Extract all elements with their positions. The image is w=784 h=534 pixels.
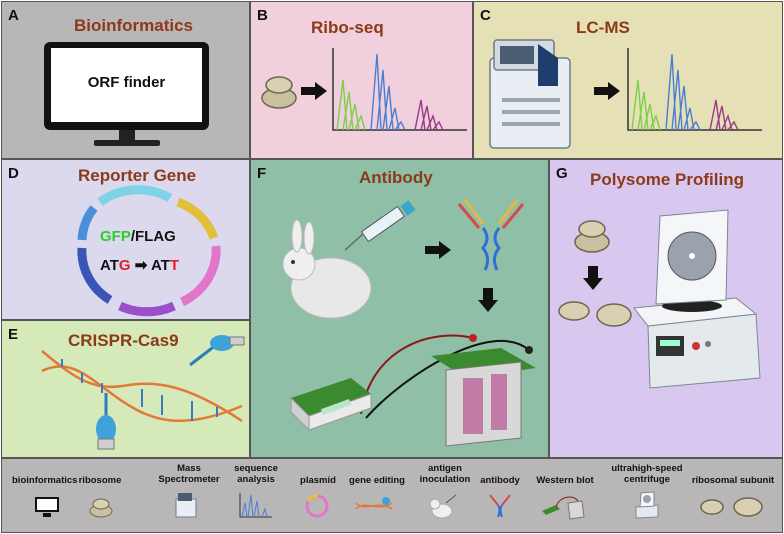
legend-plasmid-icon: [305, 494, 329, 518]
panel-title: Antibody: [359, 168, 433, 187]
atg-suffix: G: [118, 257, 131, 274]
panel-f-antibody: F Antibody: [250, 159, 549, 458]
panel-b-ribo-seq: B Ribo-seq: [250, 1, 473, 159]
legend-panel: bioinformatics ribosome Mass Spectromete…: [1, 458, 783, 533]
mutation-label: ATG ➡ ATT: [100, 256, 179, 274]
legend-label-western-blot: Western blot: [536, 475, 594, 486]
mass-spectrometer-icon: [489, 39, 571, 149]
legend-label-mass-spectrometer: Mass Spectrometer: [158, 463, 220, 485]
ribosomal-subunit-large-icon: [596, 303, 632, 327]
gfp-flag-label: GFP/FLAG: [100, 228, 176, 245]
panel-title: Polysome Profiling: [590, 170, 744, 189]
legend-ribosome-icon: [89, 498, 113, 518]
panel-title: LC-MS: [576, 18, 630, 37]
syringe-icon: [344, 200, 416, 251]
arrow-right-icon: [425, 241, 451, 259]
western-blot-apparatus-icon: [290, 334, 536, 447]
legend-centrifuge-icon: [635, 491, 659, 519]
panel-letter: B: [257, 7, 268, 24]
legend-label-ultrahigh-speed-centrifuge: ultrahigh-speed centrifuge: [611, 463, 683, 485]
legend-gene-editing-icon: [355, 497, 393, 510]
att-suffix: T: [169, 257, 179, 274]
panel-title: CRISPR-Cas9: [68, 331, 179, 350]
legend-sequence-analysis-icon: [239, 493, 272, 518]
panel-letter: D: [8, 165, 19, 182]
panel-a-bioinformatics: A Bioinformatics ORF finder: [1, 1, 250, 159]
panel-title: Ribo-seq: [311, 18, 384, 37]
antibody-icon: [457, 199, 525, 271]
panel-title: Reporter Gene: [78, 166, 197, 185]
scissors-tool-icon: [189, 335, 245, 367]
legend-label-antigen-inoculation: antigen inoculation: [419, 463, 471, 485]
atg-prefix: AT: [100, 257, 119, 274]
panel-letter: C: [480, 7, 491, 24]
legend-label-antibody: antibody: [480, 475, 520, 486]
arrow-right-icon: [301, 82, 327, 100]
legend-label-sequence-analysis: sequence analysis: [234, 463, 278, 485]
legend-bioinformatics-icon: [35, 497, 59, 517]
panel-g-polysome-profiling: G Polysome Profiling: [549, 159, 783, 458]
arrow-down-icon: [478, 288, 498, 312]
arrow-down-icon: [583, 266, 603, 290]
legend-label-gene-editing: gene editing: [349, 475, 405, 486]
legend-western-blot-icon: [542, 496, 585, 520]
legend-ribosomal-subunit-icon: [700, 497, 763, 517]
legend-label-ribosomal-subunit: ribosomal subunit: [691, 475, 775, 486]
flag-text: /FLAG: [130, 228, 176, 245]
rabbit-icon: [282, 219, 372, 319]
ribo-seq-peaks-plot: [332, 48, 467, 131]
legend-label-bioinformatics: bioinformatics: [12, 475, 78, 486]
ribosome-icon: [574, 220, 610, 253]
gfp-text: GFP: [100, 228, 131, 245]
panel-letter: E: [8, 326, 19, 343]
computer-monitor-icon: [44, 42, 209, 146]
att-prefix: AT: [150, 257, 170, 274]
legend-antibody-icon: [489, 494, 511, 518]
panel-letter: A: [8, 7, 19, 24]
legend-antigen-inoculation-icon: [429, 494, 457, 519]
orf-finder-label: ORF finder: [87, 74, 166, 91]
centrifuge-icon: [633, 209, 761, 389]
dna-helix-icon: [41, 350, 243, 423]
panel-c-lc-ms: C LC-MS: [473, 1, 783, 159]
plasmid-icon: [77, 185, 221, 317]
panel-title: Bioinformatics: [74, 16, 194, 35]
panel-letter: F: [257, 165, 267, 182]
panel-d-reporter-gene: D Reporter Gene GFP/FLAG ATG ➡ ATT: [1, 159, 250, 320]
ribosomal-subunit-small-icon: [558, 301, 590, 321]
legend-label-ribosome: ribosome: [78, 475, 122, 486]
mutation-arrow: ➡: [134, 257, 148, 274]
arrow-right-icon: [594, 82, 620, 100]
panel-letter: G: [556, 165, 568, 182]
legend-label-plasmid: plasmid: [300, 475, 336, 486]
panel-e-crispr: E CRISPR-Cas9: [1, 320, 250, 458]
gene-cutter-icon: [96, 393, 116, 450]
legend-mass-spectrometer-icon: [175, 493, 197, 518]
ribosome-icon: [261, 76, 297, 109]
lc-ms-peaks-plot: [627, 48, 762, 131]
